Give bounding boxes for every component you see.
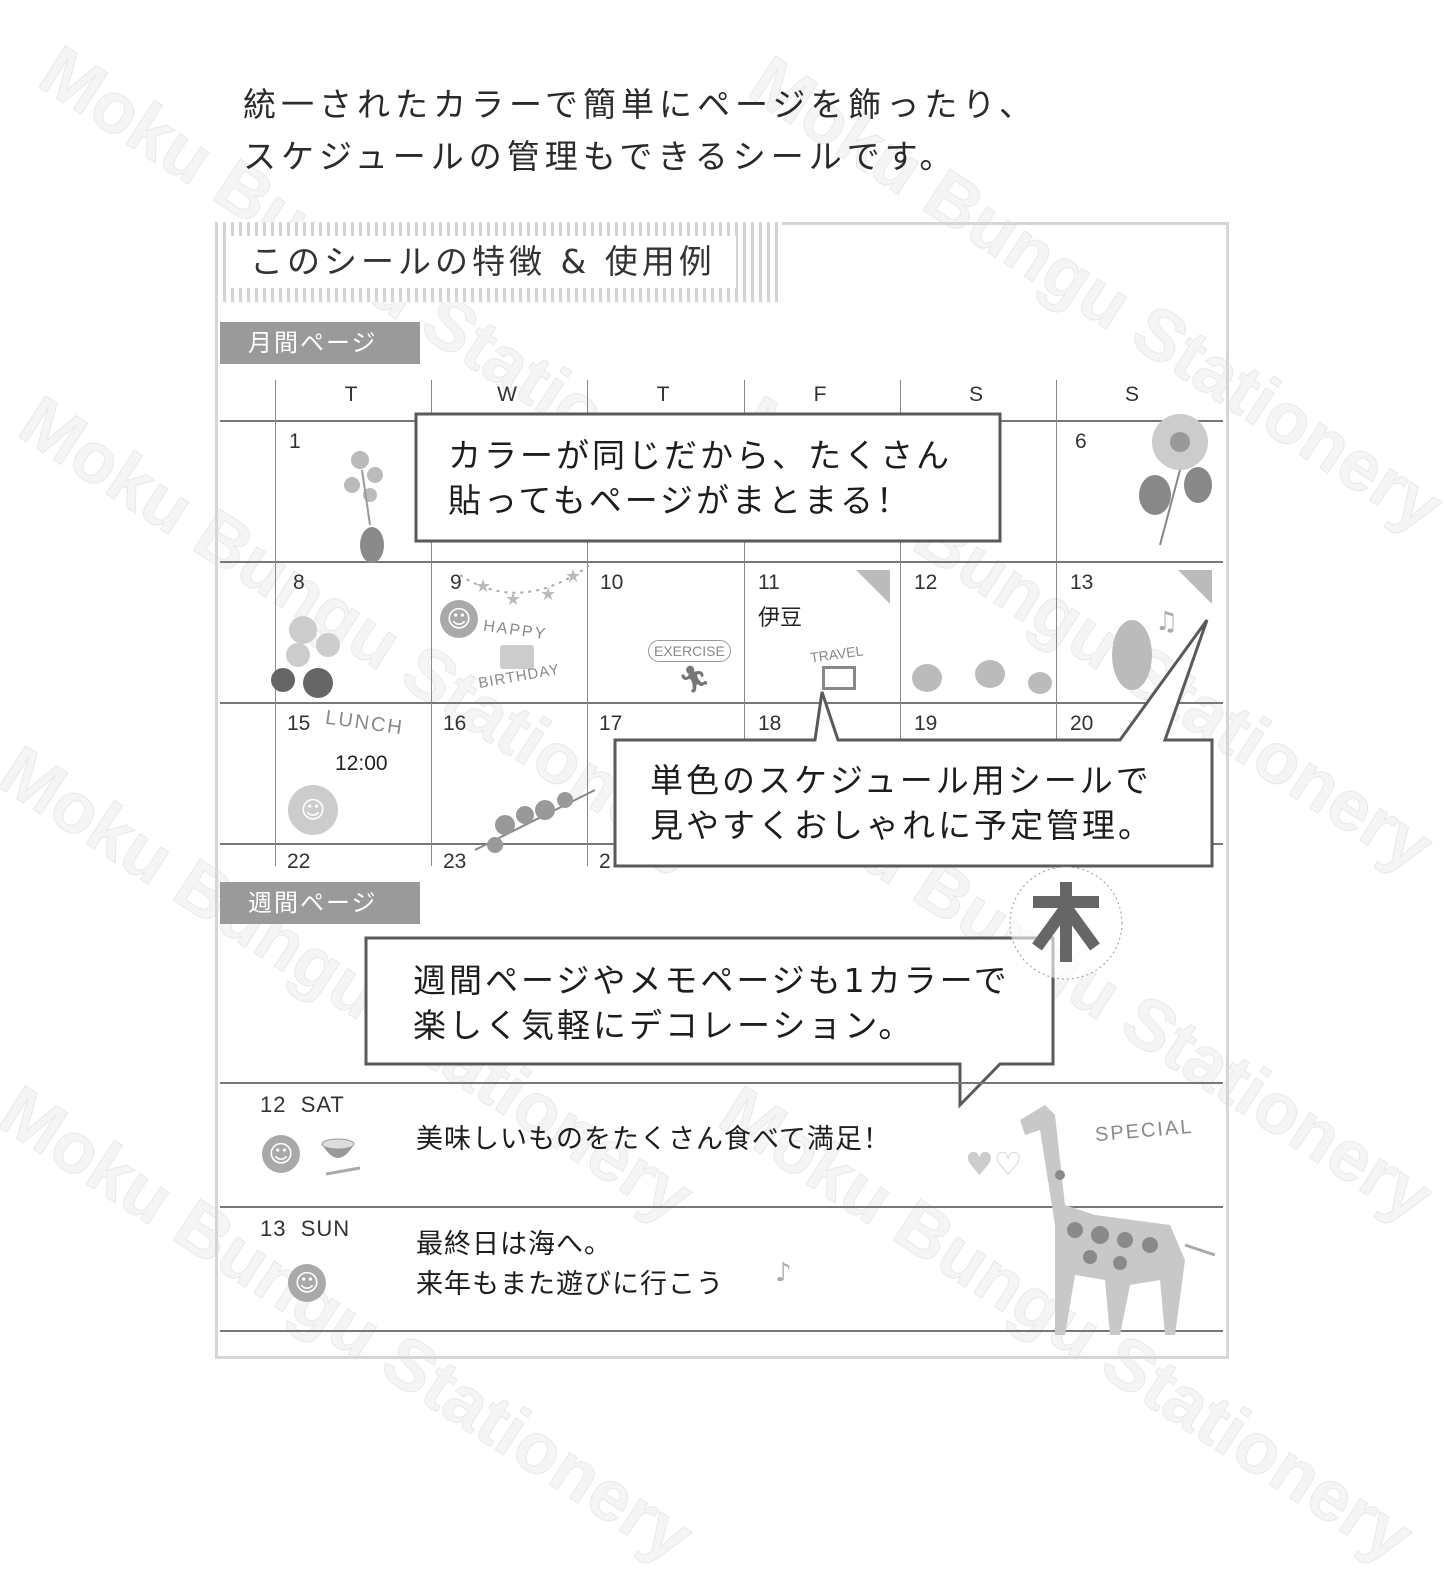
grid-line — [1056, 380, 1057, 866]
svg-text:★: ★ — [505, 589, 521, 610]
flower-vase-sticker — [344, 451, 384, 563]
day-number: 10 — [600, 571, 624, 594]
day-number: 18 — [758, 712, 782, 735]
corner-flag-sticker — [1178, 570, 1212, 604]
weekly-line — [220, 1082, 1223, 1084]
day-number: 12 — [914, 571, 938, 594]
svg-text:♫: ♫ — [1155, 607, 1178, 637]
weekly-line — [220, 1330, 1223, 1332]
callout-shapes — [364, 412, 1214, 1109]
weekly-page-label: 週間ページ — [220, 882, 420, 924]
callout-3-line-2: 楽しく気軽にデコレーション。 — [413, 1006, 915, 1045]
callout-1-line-1: カラーが同じだから、たくさん — [448, 436, 952, 475]
day-number: 6 — [1075, 430, 1087, 453]
weekday-header: T — [344, 383, 358, 406]
weekday-header: F — [813, 383, 827, 406]
weekday-header: W — [497, 383, 517, 406]
grid-line — [275, 380, 276, 866]
intro-line-2: スケジュールの管理もできるシールです。 — [243, 137, 958, 176]
music-note-icon: ♪ — [775, 1258, 792, 1288]
weekday-header: S — [968, 383, 983, 406]
callout-3-line-1: 週間ページやメモページも1カラーで — [413, 961, 1010, 1000]
star-garland-sticker: ★ ★ ★ ★ — [459, 564, 591, 610]
section-header: このシールの特徴 & 使用例 — [230, 236, 736, 288]
day-number: 13 — [1070, 571, 1094, 594]
svg-text:★: ★ — [565, 566, 581, 587]
lunch-time-note: 12:00 — [335, 752, 388, 775]
day-number: 23 — [443, 850, 467, 873]
exercise-sticker: EXERCISE — [648, 640, 731, 662]
giraffe-sticker — [1020, 1105, 1216, 1335]
grid-line — [220, 561, 1223, 563]
running-person-icon: 🏃︎ — [678, 665, 712, 695]
moku-bungu-logo — [1009, 866, 1123, 980]
monthly-page-label: 月間ページ — [220, 322, 420, 364]
callout-1-line-2: 貼ってもページがまとまる！ — [448, 481, 913, 520]
birds-sticker — [912, 660, 1052, 694]
day-number: 22 — [287, 850, 311, 873]
grid-line — [900, 380, 901, 866]
weekday-header: S — [1124, 383, 1139, 406]
grid-line — [587, 380, 588, 866]
weekly-day-label: 12 SAT — [260, 1092, 345, 1117]
intro-line-1: 統一されたカラーで簡単にページを飾ったり、 — [243, 85, 1038, 124]
day-number: 1 — [289, 430, 301, 453]
weekly-entry-text: 来年もまた遊びに行こう — [416, 1269, 724, 1300]
flower-bouquet-sticker — [271, 616, 340, 698]
callout-2-line-2: 見やすくおしゃれに予定管理。 — [650, 806, 1154, 845]
day-number: 11 — [758, 571, 780, 594]
weekday-header: T — [656, 383, 670, 406]
cockatiel-sticker: ♫ — [1112, 607, 1178, 690]
day-number: 17 — [599, 712, 623, 735]
speech-smiley-sticker: ☺ — [288, 785, 338, 835]
grid-line — [431, 380, 432, 866]
smiley-sticker: ☺ — [440, 600, 478, 638]
grid-line — [744, 380, 745, 866]
day-11-note: 伊豆 — [758, 606, 803, 631]
day-number: 16 — [443, 712, 467, 735]
day-number: 15 — [287, 712, 311, 735]
day-number: 19 — [914, 712, 938, 735]
weekly-entry-text: 最終日は海へ。 — [416, 1229, 612, 1260]
mimosa-sticker — [474, 789, 596, 853]
smiley-sticker: ☺ — [288, 1264, 326, 1302]
callout-2-line-1: 単色のスケジュール用シールで — [650, 761, 1152, 800]
suitcase-icon — [822, 666, 856, 690]
svg-text:★: ★ — [540, 584, 556, 605]
weekly-line — [220, 1206, 1223, 1208]
svg-text:★: ★ — [475, 576, 491, 597]
cake-icon — [500, 645, 534, 669]
corner-flag-sticker — [856, 570, 890, 604]
grid-line — [220, 702, 1223, 704]
weekly-entry-text: 美味しいものをたくさん食べて満足！ — [416, 1124, 891, 1155]
weekly-day-label: 13 SUN — [260, 1216, 351, 1241]
day-number: 9 — [450, 571, 462, 594]
day-number: 20 — [1070, 712, 1094, 735]
smiley-sticker: ☺ — [262, 1135, 300, 1173]
sunflower-sticker — [1139, 414, 1212, 546]
callout-box-2 — [613, 619, 1214, 868]
day-number: 8 — [293, 571, 305, 594]
callout-box-1 — [414, 412, 1002, 543]
day-number: 2 — [599, 850, 611, 873]
hearts-sticker: ♥♡ — [965, 1145, 1023, 1183]
rice-bowl-sticker — [321, 1138, 361, 1176]
